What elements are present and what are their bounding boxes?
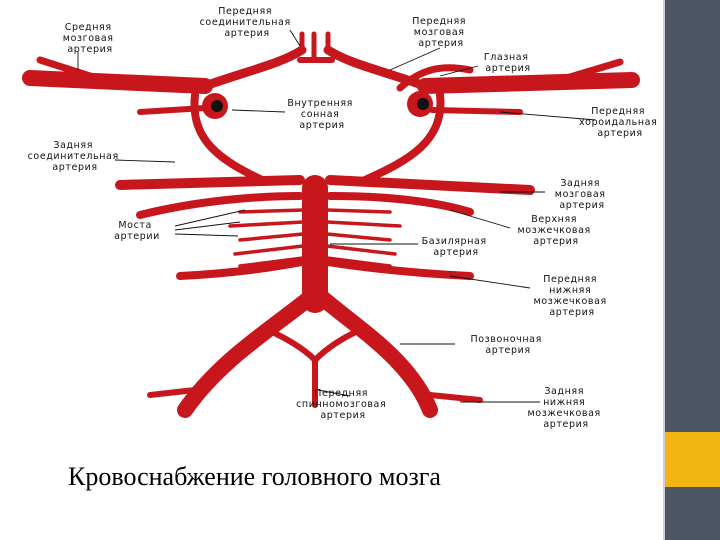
right-mca-branch: [556, 58, 624, 84]
label-superior-cerebellar: Верхняя мозжечковая артерия: [518, 214, 595, 247]
right-aica: [324, 258, 474, 280]
right-carotid-lumen: [417, 98, 429, 110]
label-posterior-inferior-cerebellar: Задняя нижняя мозжечковая артерия: [528, 386, 605, 430]
sidebar-divider: [663, 0, 665, 540]
left-superior-cerebellar-artery: [136, 192, 304, 219]
label-posterior-communicating: Задняя соединительная артерия: [28, 140, 123, 173]
label-ophthalmic: Глазная артерия: [484, 52, 532, 74]
label-anterior-cerebral: Передняя мозговая артерия: [412, 16, 470, 49]
right-posterior-cerebral-artery: [325, 175, 535, 195]
left-aica: [176, 258, 306, 280]
sidebar-accent-square: [665, 432, 720, 487]
left-pica: [147, 387, 198, 398]
slide-caption: Кровоснабжение головного мозга: [68, 462, 441, 491]
right-pica: [427, 392, 483, 403]
label-pontine: Моста артерии: [114, 220, 160, 242]
right-anterior-choroidal-artery: [429, 107, 523, 115]
label-anterior-choroidal: Передняя хороидальная артерия: [579, 106, 661, 139]
label-anterior-spinal: Передняя спинномозговая артерия: [296, 388, 390, 421]
left-pontine-arteries: [228, 208, 305, 268]
left-mca-branch: [36, 56, 94, 80]
anterior-spinal-left-root: [265, 327, 318, 363]
label-anterior-inferior-cerebellar: Передняя нижняя мозжечковая артерия: [534, 274, 611, 318]
right-superior-cerebellar-artery: [326, 192, 474, 216]
right-posterior-communicating-artery: [361, 91, 445, 184]
cerebral-arteries-diagram: Средняя мозговая артерия Передняя соедин…: [22, 6, 661, 430]
labels: Средняя мозговая артерия Передняя соедин…: [28, 6, 661, 430]
left-posterior-cerebral-artery: [115, 175, 305, 190]
label-basilar: Базилярная артерия: [422, 236, 491, 258]
right-vertebral-artery: [312, 288, 438, 418]
left-anterior-cerebral-artery: [200, 45, 307, 91]
right-pontine-arteries: [325, 208, 402, 268]
leader-lines: [77, 29, 597, 403]
label-internal-carotid: Внутренняя сонная артерия: [287, 98, 356, 131]
label-middle-cerebral: Средняя мозговая артерия: [63, 22, 117, 55]
ophthalmic-artery: [396, 64, 474, 92]
right-middle-cerebral-artery: [417, 72, 640, 94]
label-anterior-communicating: Передняя соединительная артерия: [200, 6, 295, 39]
artery-drawing: [22, 31, 640, 418]
label-posterior-cerebral: Задняя мозговая артерия: [555, 178, 609, 211]
left-vertebral-artery: [177, 288, 320, 418]
left-middle-cerebral-artery: [22, 70, 213, 94]
anterior-spinal-right-root: [312, 327, 363, 363]
label-vertebral: Позвоночная артерия: [470, 334, 545, 356]
left-carotid-lumen: [211, 100, 223, 112]
left-posterior-communicating-artery: [190, 91, 266, 184]
